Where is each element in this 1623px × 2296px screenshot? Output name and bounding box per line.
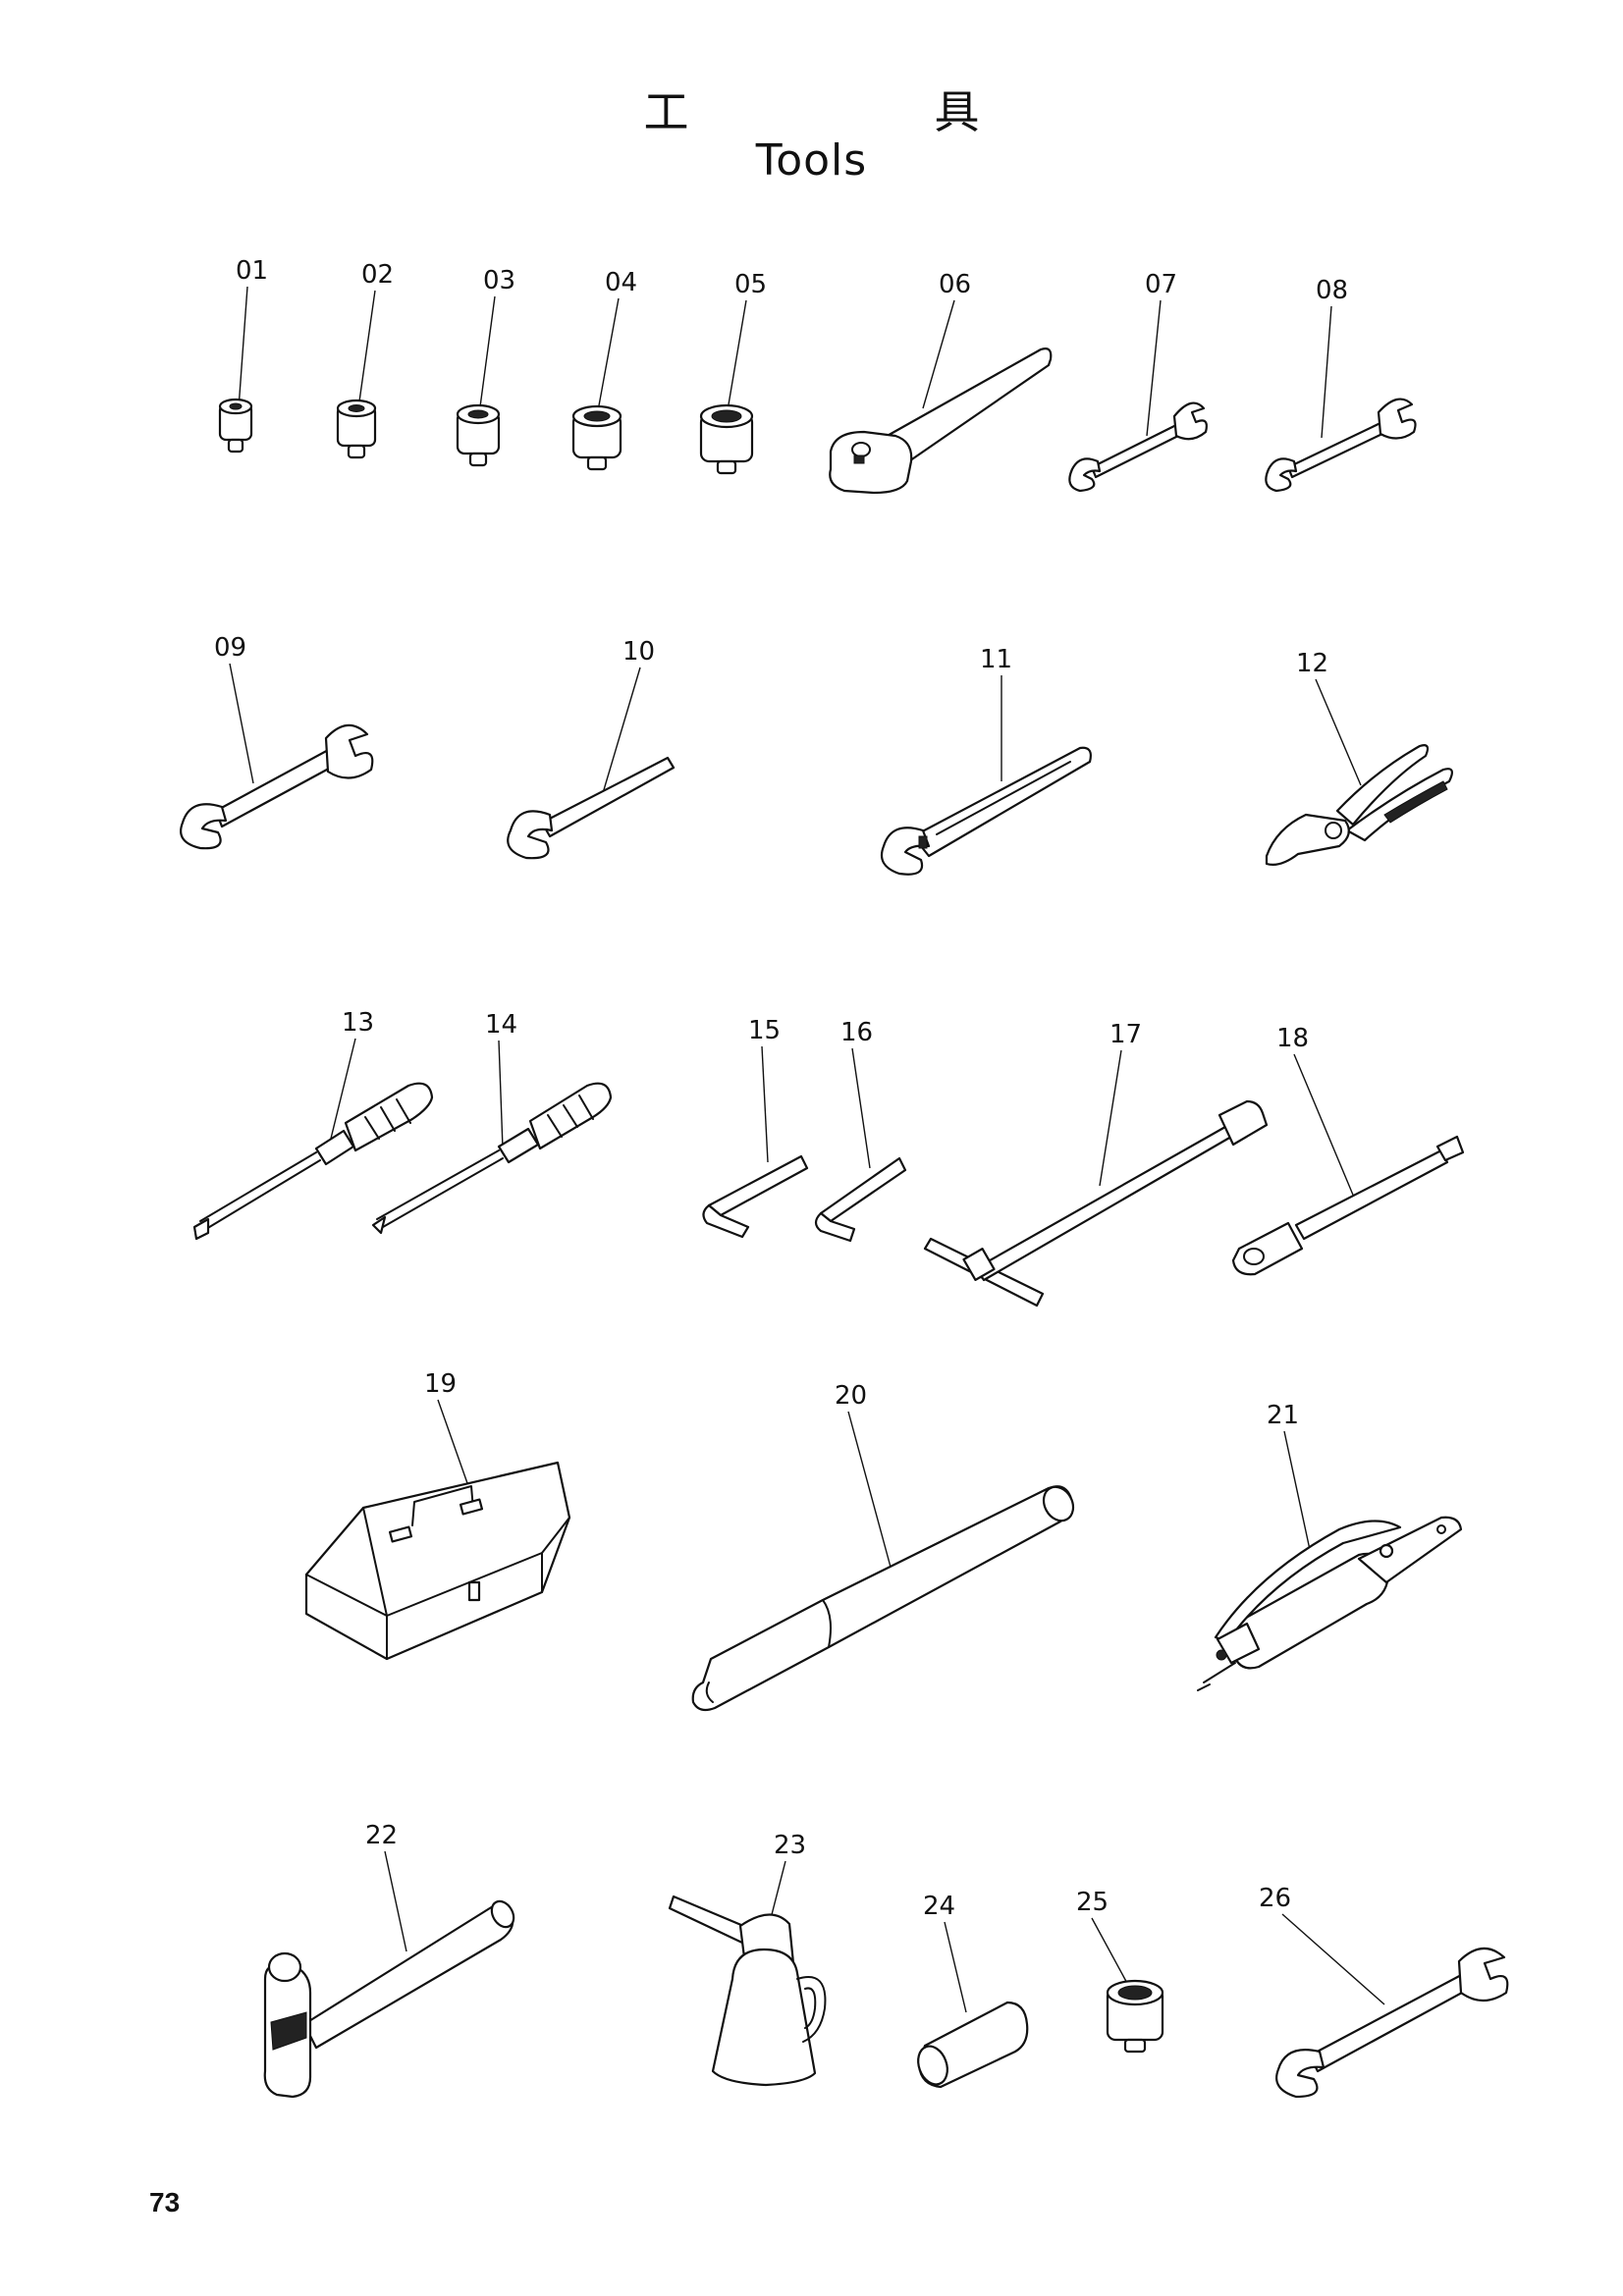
part-label-10: 10 [622,637,655,667]
ratchet-handle-icon [829,347,1053,495]
part-10: 10 [507,637,676,860]
part-01: 01 [218,256,268,454]
part-21: 21 [1197,1401,1463,1691]
part-label-03: 03 [483,266,515,295]
part-label-26: 26 [1259,1884,1291,1913]
socket-small-icon [336,399,377,459]
part-label-23: 23 [774,1831,806,1860]
part-label-22: 22 [365,1821,398,1850]
phillips-screwdriver-icon [371,1082,613,1235]
part-22: 22 [263,1821,515,2099]
page-title-japanese: 工具 [0,77,1623,141]
extension-pipe-icon [691,1485,1075,1712]
part-15: 15 [702,1016,809,1239]
part-label-06: 06 [939,270,971,299]
part-23: 23 [668,1831,827,2087]
part-label-18: 18 [1276,1024,1309,1053]
part-label-12: 12 [1296,649,1328,678]
part-16: 16 [814,1018,907,1243]
part-label-01: 01 [236,256,268,286]
part-07: 07 [1068,270,1208,493]
part-label-16: 16 [840,1018,873,1047]
socket-icon [571,404,622,471]
open-end-wrench-icon [1265,398,1417,493]
part-04: 04 [571,268,637,471]
box-wrench-icon [1231,1135,1465,1276]
part-25: 25 [1076,1888,1164,2054]
flat-screwdriver-icon [192,1082,434,1241]
grease-gun-icon [1197,1516,1463,1691]
open-end-wrench-icon [180,723,374,850]
adjustable-wrench-icon [880,746,1092,876]
part-label-08: 08 [1316,276,1348,305]
part-label-19: 19 [424,1369,457,1399]
part-20: 20 [691,1381,1075,1712]
part-05: 05 [699,270,767,475]
part-label-13: 13 [342,1008,374,1038]
part-19: 19 [304,1369,571,1661]
socket-icon [456,403,501,467]
hex-key-icon [814,1156,907,1243]
part-label-11: 11 [980,645,1012,674]
tool-box-icon [304,1461,571,1661]
part-17: 17 [923,1020,1269,1308]
part-13: 13 [192,1008,434,1241]
page-title-english: Tools [755,135,868,186]
part-14: 14 [371,1010,613,1235]
pliers-icon [1265,744,1453,866]
open-end-wrench-icon [1275,1947,1509,2099]
part-label-15: 15 [748,1016,781,1045]
part-18: 18 [1231,1024,1465,1276]
part-label-17: 17 [1109,1020,1142,1049]
open-end-wrench-icon [1068,401,1208,493]
hex-key-icon [702,1154,809,1239]
part-26: 26 [1259,1884,1509,2099]
part-label-09: 09 [214,633,246,663]
part-label-14: 14 [485,1010,517,1040]
title-char-1: 工 [643,85,689,138]
page-number: 73 [149,2187,181,2217]
part-label-02: 02 [361,260,394,290]
ball-peen-hammer-icon [263,1899,515,2099]
part-12: 12 [1265,649,1453,866]
part-24: 24 [917,1892,1029,2089]
single-end-wrench-icon [507,756,676,860]
part-label-21: 21 [1267,1401,1299,1430]
oil-can-icon [668,1895,827,2087]
part-label-05: 05 [734,270,767,299]
title-char-2: 具 [934,85,980,138]
part-02: 02 [336,260,394,459]
part-label-24: 24 [923,1892,955,1921]
part-label-20: 20 [835,1381,867,1411]
part-09: 09 [180,633,374,850]
part-06: 06 [829,270,1053,495]
part-11: 11 [880,645,1092,876]
part-03: 03 [456,266,515,467]
part-label-07: 07 [1145,270,1177,299]
sleeve-icon [917,2001,1029,2089]
part-label-25: 25 [1076,1888,1109,1917]
t-handle-wrench-icon [923,1099,1269,1308]
part-08: 08 [1265,276,1417,493]
socket-large-icon [699,403,754,475]
socket-small-icon [218,398,253,454]
part-label-04: 04 [605,268,637,297]
socket-icon [1106,1979,1164,2054]
